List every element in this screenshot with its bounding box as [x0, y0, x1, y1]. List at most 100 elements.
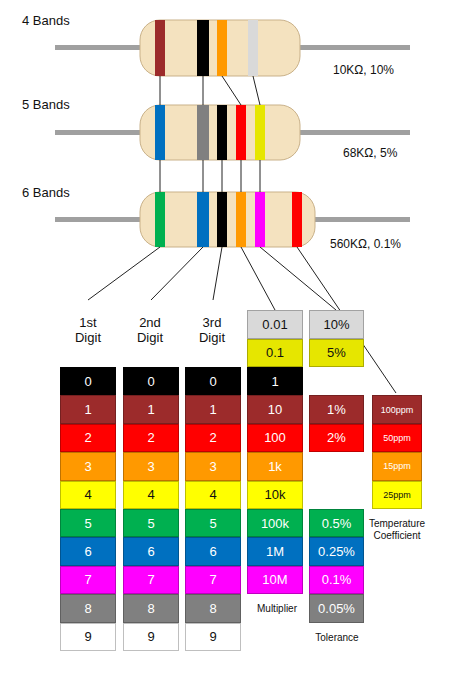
- color-code-cell: 5: [123, 509, 179, 537]
- color-code-cell: 5: [60, 509, 116, 537]
- color-code-cell: 3: [60, 452, 116, 480]
- color-code-cell: 1: [60, 395, 116, 423]
- color-band: [217, 105, 227, 160]
- cell-value: 10M: [262, 572, 287, 587]
- cell-value: 9: [209, 629, 216, 644]
- color-code-cell: 0.05%: [309, 594, 364, 622]
- color-band: [197, 192, 209, 247]
- resistor-value-label: 10KΩ, 10%: [333, 64, 453, 78]
- cell-value: 8: [147, 601, 154, 616]
- resistor-value-label: 68KΩ, 5%: [343, 147, 463, 161]
- color-code-cell: 2: [185, 424, 241, 452]
- color-band: [155, 20, 165, 76]
- cell-value: 2: [209, 430, 216, 445]
- cell-value: 0.01: [262, 317, 287, 332]
- color-code-cell: 8: [123, 594, 179, 622]
- color-code-cell: 50ppm: [372, 424, 422, 452]
- cell-value: 100k: [261, 516, 289, 531]
- color-code-cell: 100k: [247, 509, 303, 537]
- color-code-cell: 0.25%: [309, 537, 364, 565]
- column-heading: 3rd Digit: [190, 316, 234, 346]
- cell-value: 5: [147, 516, 154, 531]
- color-code-cell: 6: [60, 537, 116, 565]
- cell-value: 10k: [265, 487, 286, 502]
- color-code-cell: 10%: [309, 310, 364, 338]
- color-code-cell: 7: [60, 566, 116, 594]
- color-code-cell: 10M: [247, 566, 303, 594]
- cell-value: 3: [147, 459, 154, 474]
- cell-value: 0: [209, 374, 216, 389]
- cell-value: 0.25%: [318, 544, 355, 559]
- color-code-cell: 10k: [247, 481, 303, 509]
- cell-value: 0: [84, 374, 91, 389]
- cell-value: 6: [147, 544, 154, 559]
- color-band: [248, 20, 258, 76]
- cell-value: 2%: [327, 430, 346, 445]
- color-code-cell: 9: [185, 623, 241, 651]
- color-code-cell: 2: [123, 424, 179, 452]
- color-code-cell: 7: [123, 566, 179, 594]
- column-heading: Tolerance: [306, 632, 368, 644]
- color-code-cell: 10: [247, 395, 303, 423]
- color-band: [197, 105, 209, 160]
- cell-value: 15ppm: [383, 461, 411, 471]
- color-band: [155, 105, 165, 160]
- cell-value: 50ppm: [383, 433, 411, 443]
- leader-lines: [88, 76, 396, 393]
- cell-value: 9: [84, 629, 91, 644]
- color-code-cell: 4: [60, 481, 116, 509]
- cell-value: 1%: [327, 402, 346, 417]
- cell-value: 2: [84, 430, 91, 445]
- resistor-type-label: 5 Bands: [22, 98, 112, 113]
- cell-value: 9: [147, 629, 154, 644]
- cell-value: 6: [84, 544, 91, 559]
- cell-value: 0.1%: [322, 572, 352, 587]
- color-code-cell: 4: [185, 481, 241, 509]
- cell-value: 7: [147, 572, 154, 587]
- color-band: [292, 192, 302, 247]
- cell-value: 0.5%: [322, 516, 352, 531]
- color-band: [255, 105, 265, 160]
- color-code-cell: 2: [60, 424, 116, 452]
- cell-value: 4: [209, 487, 216, 502]
- color-band: [255, 192, 265, 247]
- column-heading: 1st Digit: [66, 316, 110, 346]
- color-code-cell: 1: [185, 395, 241, 423]
- resistor-type-label: 6 Bands: [22, 186, 112, 201]
- cell-value: 4: [84, 487, 91, 502]
- cell-value: 10: [268, 402, 282, 417]
- cell-value: 1: [271, 374, 278, 389]
- cell-value: 7: [209, 572, 216, 587]
- color-band: [236, 192, 246, 247]
- color-code-cell: 2%: [309, 424, 364, 452]
- cell-value: 3: [209, 459, 216, 474]
- cell-value: 100: [264, 430, 286, 445]
- color-code-cell: 8: [185, 594, 241, 622]
- color-band: [217, 192, 227, 247]
- color-code-cell: 100: [247, 424, 303, 452]
- column-heading: Temperature Coefficient: [362, 518, 432, 541]
- color-code-cell: 0.01: [247, 310, 303, 338]
- color-code-cell: 0.5%: [309, 509, 364, 537]
- color-code-cell: 0.1%: [309, 566, 364, 594]
- color-code-cell: 5: [185, 509, 241, 537]
- color-code-cell: 1: [123, 395, 179, 423]
- resistor-body: [140, 20, 300, 76]
- color-code-cell: 8: [60, 594, 116, 622]
- color-band: [217, 20, 227, 76]
- color-code-cell: 0: [123, 367, 179, 395]
- color-band: [155, 192, 165, 247]
- column-heading: Multiplier: [245, 603, 309, 615]
- cell-value: 5%: [327, 345, 346, 360]
- color-band: [197, 20, 209, 76]
- color-code-cell: 15ppm: [372, 452, 422, 480]
- cell-value: 2: [147, 430, 154, 445]
- color-code-cell: 9: [60, 623, 116, 651]
- color-code-cell: 25ppm: [372, 481, 422, 509]
- color-code-cell: 1: [247, 367, 303, 395]
- cell-value: 1: [84, 402, 91, 417]
- color-code-cell: 5%: [309, 339, 364, 367]
- cell-value: 7: [84, 572, 91, 587]
- color-code-cell: 1k: [247, 452, 303, 480]
- cell-value: 0.05%: [318, 601, 355, 616]
